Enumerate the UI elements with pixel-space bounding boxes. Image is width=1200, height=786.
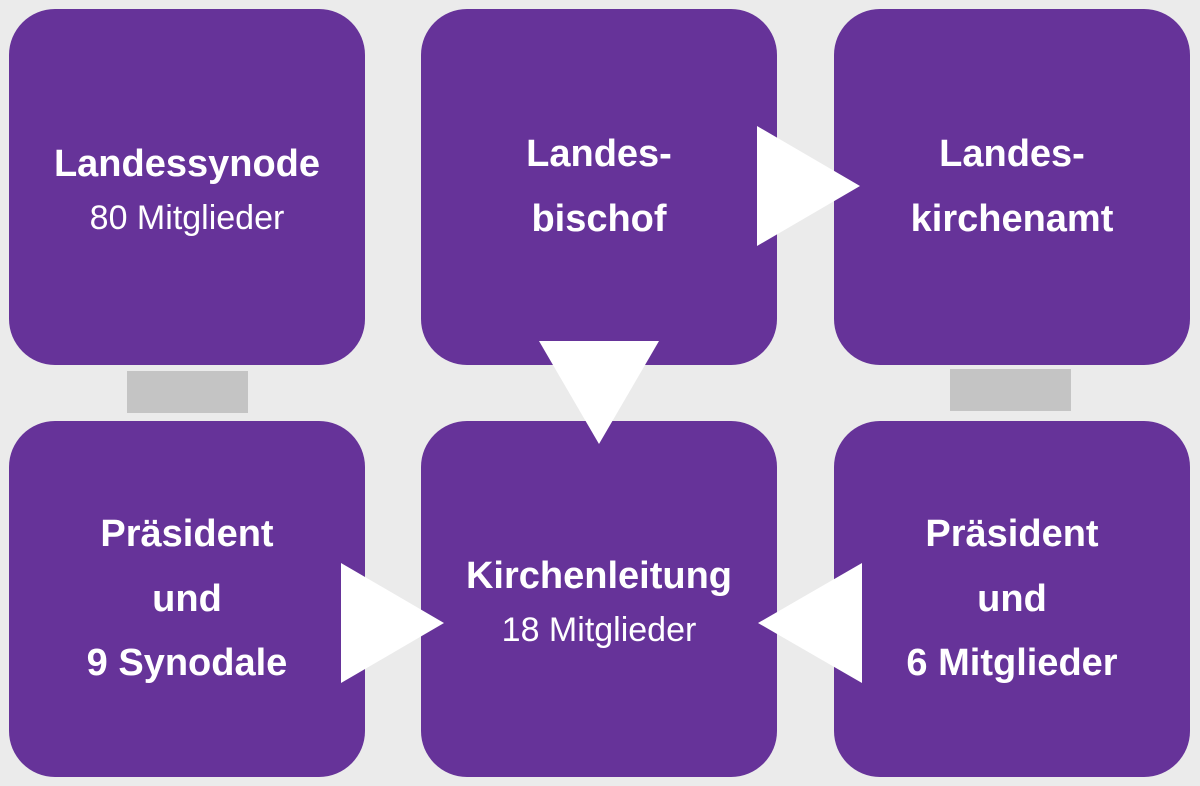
node-landeskirchenamt: Landes- kirchenamt bbox=[834, 9, 1190, 365]
node-title-line-1: Präsident bbox=[100, 513, 274, 556]
node-title-line-2: kirchenamt bbox=[910, 198, 1114, 240]
node-title-line-3: 9 Synodale bbox=[86, 642, 288, 685]
node-title-line-3: 6 Mitglieder bbox=[906, 642, 1118, 685]
node-title-line-1: Präsident bbox=[925, 513, 1099, 556]
node-landessynode: Landessynode 80 Mitglieder bbox=[9, 9, 365, 365]
node-landesbischof: Landes- bischof bbox=[421, 9, 777, 365]
node-subtitle: 80 Mitglieder bbox=[89, 199, 285, 238]
node-praesident-mitglieder: Präsident und 6 Mitglieder bbox=[834, 421, 1190, 777]
node-title: Landessynode bbox=[53, 142, 321, 185]
node-title-line-1: Landes- bbox=[939, 133, 1085, 176]
connector-landeskirchenamt-praesident bbox=[950, 369, 1071, 411]
node-title-line-2: bischof bbox=[531, 198, 667, 240]
node-kirchenleitung: Kirchenleitung 18 Mitglieder bbox=[421, 421, 777, 777]
node-subtitle: 18 Mitglieder bbox=[501, 611, 697, 650]
node-praesident-synodale: Präsident und 9 Synodale bbox=[9, 421, 365, 777]
node-title-line-1: Landes- bbox=[526, 133, 672, 176]
connector-landessynode-praesident bbox=[127, 371, 248, 413]
node-title-line-2: und bbox=[152, 577, 222, 620]
node-title: Kirchenleitung bbox=[465, 554, 733, 597]
node-title-line-2: und bbox=[977, 577, 1047, 620]
